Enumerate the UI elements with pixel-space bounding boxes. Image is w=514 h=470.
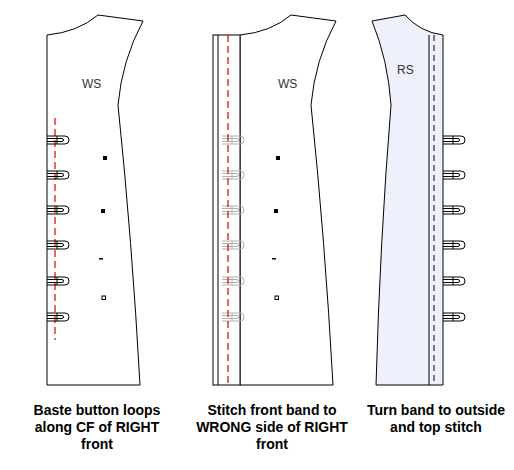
- fabric-side-label: RS: [397, 63, 414, 77]
- pattern-piece-outline: [208, 10, 343, 390]
- step-caption: Stitch front band to WRONG side of RIGHT…: [192, 402, 352, 453]
- pattern-piece-outline: [40, 10, 150, 390]
- fabric-side-label: WS: [82, 77, 101, 91]
- fabric-side-label: WS: [278, 77, 297, 91]
- garment-front-piece: RS: [366, 10, 466, 390]
- step-caption: Turn band to outside and top stitch: [361, 402, 511, 436]
- garment-front-piece: WS: [40, 10, 150, 390]
- garment-front-piece: WS: [208, 10, 343, 390]
- pattern-piece-outline: [366, 10, 466, 390]
- step-caption: Baste button loops along CF of RIGHT fro…: [22, 402, 172, 453]
